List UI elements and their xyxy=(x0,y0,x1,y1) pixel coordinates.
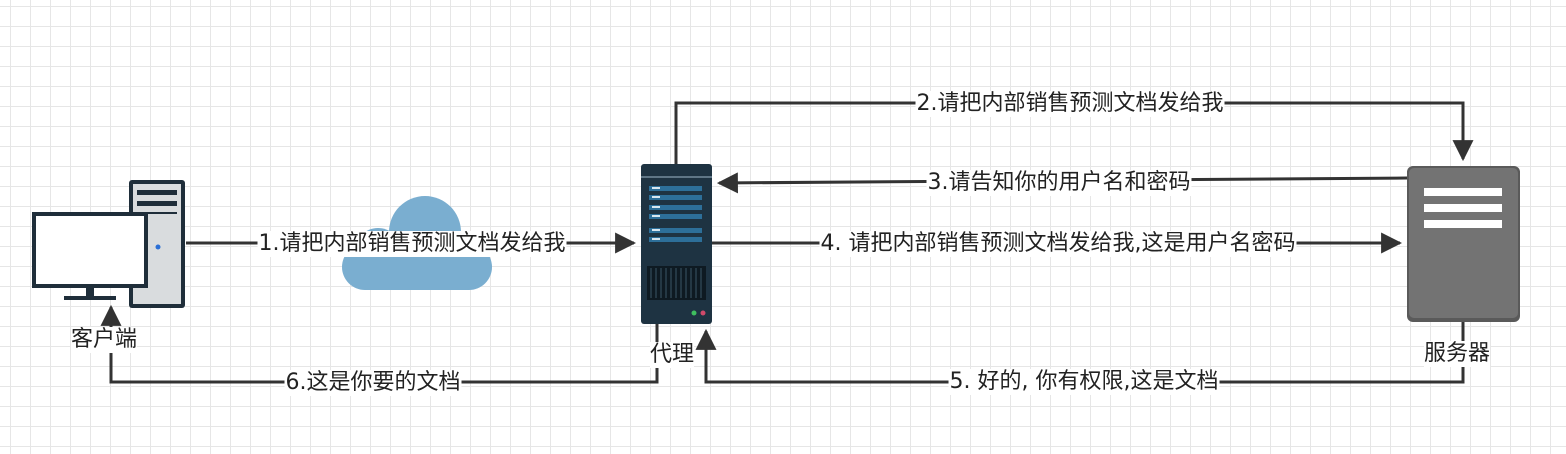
edge-4-label: 4. 请把内部销售预测文档发给我,这是用户名密码 xyxy=(819,231,1297,257)
proxy-label: 代理 xyxy=(650,342,695,368)
edge-1-label: 1.请把内部销售预测文档发给我 xyxy=(257,231,567,257)
edge-6-label: 6.这是你要的文档 xyxy=(284,370,462,396)
desktop-computer-icon[interactable] xyxy=(32,180,185,308)
edge-5-label: 5. 好的, 你有权限,这是文档 xyxy=(948,369,1220,395)
server-rack-icon[interactable] xyxy=(641,164,712,324)
server-icon[interactable] xyxy=(1407,166,1520,322)
edge-3-label: 3.请告知你的用户名和密码 xyxy=(926,170,1192,196)
client-label: 客户端 xyxy=(71,327,138,353)
edge-2-label: 2.请把内部销售预测文档发给我 xyxy=(915,91,1225,117)
server-label: 服务器 xyxy=(1424,341,1491,367)
